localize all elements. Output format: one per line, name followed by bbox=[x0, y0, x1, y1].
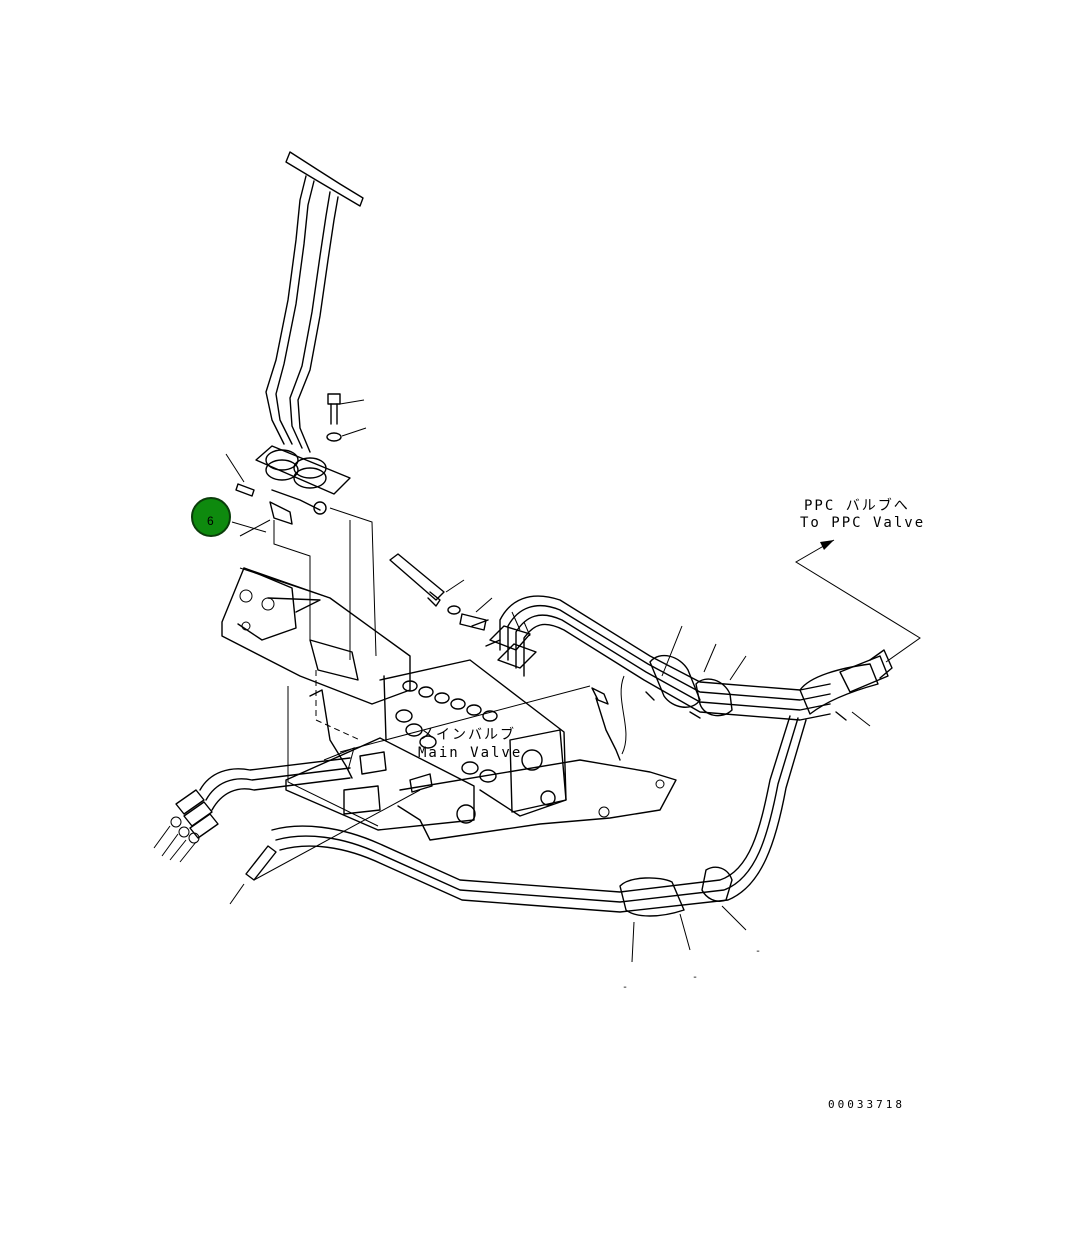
dash-mark-2: - bbox=[692, 972, 698, 983]
ppc-valve-label-jp: PPC バルブへ bbox=[804, 497, 910, 514]
callout-6-label: 6 bbox=[207, 514, 214, 528]
hose-bundle-lower bbox=[199, 675, 807, 963]
callout-leader bbox=[231, 519, 271, 537]
dash-mark-3: - bbox=[622, 982, 628, 993]
left-fittings bbox=[153, 685, 591, 905]
dash-mark-1: - bbox=[755, 946, 761, 957]
drawing-number: 00033718 bbox=[828, 1098, 905, 1111]
ppc-valve-label-en: To PPC Valve bbox=[800, 515, 925, 531]
callout-6-badge[interactable]: 6 bbox=[191, 497, 231, 537]
hose-bundle-upper bbox=[499, 539, 921, 727]
control-lever bbox=[225, 151, 367, 525]
main-valve-label-jp: メインバルブ bbox=[420, 726, 516, 743]
main-valve-label-en: Main Valve bbox=[418, 745, 522, 761]
mount-plate bbox=[221, 507, 411, 827]
main-valve bbox=[285, 659, 677, 841]
small-parts bbox=[389, 553, 537, 669]
